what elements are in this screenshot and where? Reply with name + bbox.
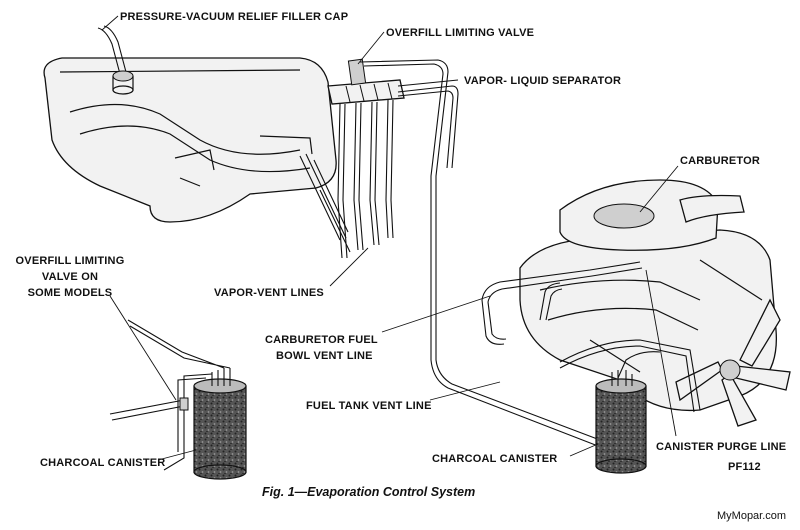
fuel-tank xyxy=(43,57,337,223)
fan xyxy=(675,298,791,427)
overfill-some-label-line2: VALVE ON xyxy=(42,271,98,283)
carburetor-fuel-bowl-vent-line xyxy=(481,261,643,345)
separator-label: VAPOR- LIQUID SEPARATOR xyxy=(464,75,621,87)
engine xyxy=(519,179,791,427)
leader-lines xyxy=(101,15,679,461)
canister-right-label: CHARCOAL CANISTER xyxy=(432,453,557,465)
canister-purge-line xyxy=(559,339,701,413)
figure-caption: Fig. 1—Evaporation Control System xyxy=(262,485,475,499)
canister-left-label: CHARCOAL CANISTER xyxy=(40,457,165,469)
overfill-some-label-line1: OVERFILL LIMITING xyxy=(16,255,125,267)
overfill-some-label-line3: SOME MODELS xyxy=(28,287,113,299)
carburetor-label: CARBURETOR xyxy=(680,155,760,167)
tank-vent-label: FUEL TANK VENT LINE xyxy=(306,400,432,412)
overfill-valve-label: OVERFILL LIMITING VALVE xyxy=(386,27,534,39)
purge-line-label: CANISTER PURGE LINE xyxy=(656,441,786,453)
charcoal-canister-right xyxy=(595,370,647,474)
charcoal-canister-left xyxy=(109,319,247,480)
bowl-vent-label-line1: CARBURETOR FUEL xyxy=(265,334,378,346)
watermark: MyMopar.com xyxy=(717,510,786,522)
filler-cap-label: PRESSURE-VACUUM RELIEF FILLER CAP xyxy=(120,11,348,23)
figure-code: PF112 xyxy=(728,461,761,473)
vapor-liquid-separator xyxy=(327,58,405,105)
vapor-vent-lines xyxy=(299,99,394,259)
fuel-tank-vent-line xyxy=(359,59,601,447)
bowl-vent-label-line2: BOWL VENT LINE xyxy=(276,350,373,362)
vapor-vent-label: VAPOR-VENT LINES xyxy=(214,287,324,299)
